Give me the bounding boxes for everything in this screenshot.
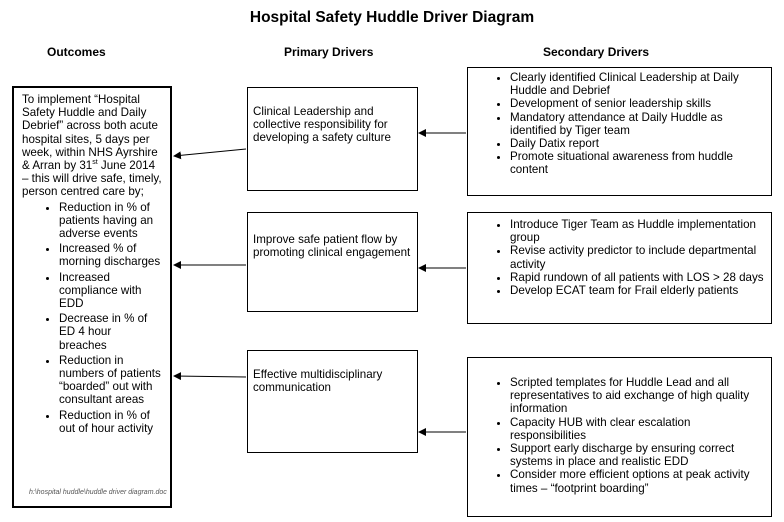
primary-driver-box: Effective multidisciplinary communicatio… xyxy=(247,350,418,453)
secondary-driver-item: Capacity HUB with clear escalation respo… xyxy=(510,416,765,442)
secondary-driver-item: Daily Datix report xyxy=(510,137,765,150)
secondary-driver-item: Revise activity predictor to include dep… xyxy=(510,244,765,270)
secondary-driver-item: Support early discharge by ensuring corr… xyxy=(510,442,765,468)
outcome-box: To implement “Hospital Safety Huddle and… xyxy=(12,86,172,508)
outcome-item: Increased % of morning discharges xyxy=(59,242,162,268)
primary-driver-text: Clinical Leadership and collective respo… xyxy=(253,105,391,145)
file-path-footer: h:\hospital huddle\huddle driver diagram… xyxy=(29,489,167,496)
secondary-driver-item: Consider more efficient options at peak … xyxy=(510,468,765,494)
secondary-driver-box: Scripted templates for Huddle Lead and a… xyxy=(467,357,772,517)
secondary-driver-box: Clearly identified Clinical Leadership a… xyxy=(467,67,772,196)
secondary-driver-list: Clearly identified Clinical Leadership a… xyxy=(468,71,765,177)
secondary-driver-item: Introduce Tiger Team as Huddle implement… xyxy=(510,218,765,244)
outcome-item: Decrease in % of ED 4 hour breaches xyxy=(59,312,162,352)
arrow-primary-to-outcome-1 xyxy=(173,148,247,160)
primary-driver-box: Improve safe patient flow by promoting c… xyxy=(247,212,418,312)
outcome-item: Increased compliance with EDD xyxy=(59,271,162,311)
secondary-driver-item: Promote situational awareness from huddl… xyxy=(510,150,765,176)
secondary-driver-item: Development of senior leadership skills xyxy=(510,97,765,110)
secondary-driver-list: Introduce Tiger Team as Huddle implement… xyxy=(468,218,765,297)
secondary-driver-item: Scripted templates for Huddle Lead and a… xyxy=(510,376,765,416)
outcome-intro: To implement “Hospital Safety Huddle and… xyxy=(22,93,162,199)
outcomes-header: Outcomes xyxy=(47,45,106,59)
secondary-driver-item: Mandatory attendance at Daily Huddle as … xyxy=(510,111,765,137)
secondary-driver-item: Rapid rundown of all patients with LOS >… xyxy=(510,271,765,284)
page-title: Hospital Safety Huddle Driver Diagram xyxy=(249,9,535,26)
arrow-primary-to-outcome-3 xyxy=(173,372,247,381)
outcome-item: Reduction in numbers of patients “boarde… xyxy=(59,354,162,407)
primary-driver-text: Effective multidisciplinary communicatio… xyxy=(253,368,383,395)
secondary-driver-item: Clearly identified Clinical Leadership a… xyxy=(510,71,765,97)
secondary-drivers-header: Secondary Drivers xyxy=(543,45,650,59)
secondary-driver-list: Scripted templates for Huddle Lead and a… xyxy=(468,376,765,495)
outcome-list: Reduction in % of patients having an adv… xyxy=(22,201,162,435)
outcome-item: Reduction in % of out of hour activity xyxy=(59,409,162,435)
primary-driver-text: Improve safe patient flow by promoting c… xyxy=(253,233,411,260)
secondary-driver-item: Develop ECAT team for Frail elderly pati… xyxy=(510,284,765,297)
secondary-driver-box: Introduce Tiger Team as Huddle implement… xyxy=(467,212,772,324)
primary-driver-box: Clinical Leadership and collective respo… xyxy=(247,87,418,191)
primary-drivers-header: Primary Drivers xyxy=(284,45,374,59)
outcome-item: Reduction in % of patients having an adv… xyxy=(59,201,162,241)
